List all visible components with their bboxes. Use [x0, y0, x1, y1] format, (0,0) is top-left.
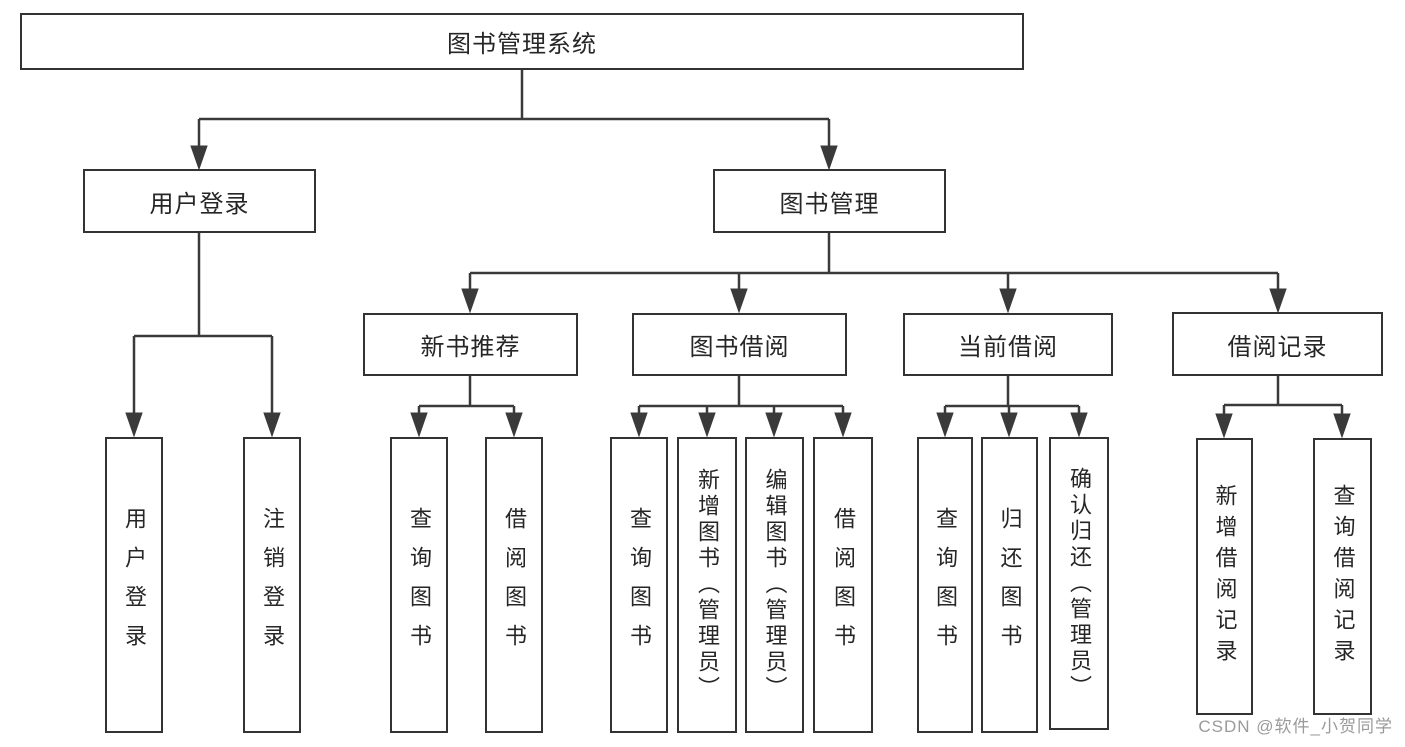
leaf-user-login: 用户登录	[105, 437, 163, 733]
leaf-query-books-recommend: 查询图书	[390, 437, 448, 733]
leaf-add-borrow-record-label: 新增借阅记录	[1212, 483, 1238, 670]
leaf-logout: 注销登录	[243, 437, 301, 733]
connector-root-to-level2	[190, 70, 838, 171]
node-root-label: 图书管理系统	[447, 31, 597, 58]
node-book-management-label: 图书管理	[779, 190, 880, 218]
node-book-management: 图书管理	[713, 169, 946, 233]
leaf-borrow-books-recommend: 借阅图书	[485, 437, 543, 733]
leaf-add-borrow-record: 新增借阅记录	[1196, 438, 1253, 715]
node-current-borrow: 当前借阅	[903, 313, 1113, 376]
leaf-edit-book-admin: 编辑图书（管理员）	[745, 437, 804, 733]
node-book-borrow-label: 图书借阅	[689, 334, 790, 361]
leaf-query-borrow-record: 查询借阅记录	[1313, 438, 1372, 715]
connector-current-borrow-to-leaves	[936, 376, 1088, 438]
node-borrow-records: 借阅记录	[1172, 312, 1383, 376]
leaf-confirm-return-admin: 确认归还（管理员）	[1049, 437, 1109, 730]
leaf-return-book-label: 归还图书	[997, 507, 1023, 663]
node-user-login-label: 用户登录	[149, 190, 250, 218]
leaf-query-books-borrow: 查询图书	[610, 437, 668, 733]
leaf-query-books-borrow-label: 查询图书	[627, 507, 652, 663]
leaf-borrow-books-label: 借阅图书	[831, 507, 856, 663]
node-book-borrow: 图书借阅	[632, 313, 847, 376]
leaf-query-books-recommend-label: 查询图书	[407, 507, 432, 663]
node-borrow-records-label: 借阅记录	[1227, 333, 1328, 361]
leaf-add-book-admin: 新增图书（管理员）	[677, 437, 737, 733]
leaf-borrow-books-recommend-label: 借阅图书	[502, 507, 527, 663]
connector-user-login-to-leaves	[125, 233, 281, 438]
leaf-query-borrow-record-label: 查询借阅记录	[1330, 483, 1356, 670]
leaf-query-books-current: 查询图书	[917, 437, 973, 733]
leaf-edit-book-admin-label: 编辑图书（管理员）	[762, 468, 788, 702]
node-new-book-recommend: 新书推荐	[363, 313, 578, 376]
node-new-book-recommend-label: 新书推荐	[420, 334, 521, 361]
node-user-login: 用户登录	[83, 169, 316, 233]
leaf-query-books-current-label: 查询图书	[933, 507, 958, 663]
node-root-system: 图书管理系统	[20, 13, 1024, 70]
leaf-logout-label: 注销登录	[260, 507, 285, 663]
leaf-user-login-label: 用户登录	[122, 507, 147, 663]
leaf-borrow-books: 借阅图书	[813, 437, 873, 733]
connector-borrow-records-to-leaves	[1215, 376, 1351, 439]
csdn-watermark: CSDN @软件_小贺同学	[1198, 717, 1393, 736]
connector-book-borrow-to-leaves	[630, 376, 852, 438]
connector-book-management-to-level3	[461, 233, 1287, 314]
leaf-add-book-admin-label: 新增图书（管理员）	[695, 468, 720, 702]
connector-new-book-to-leaves	[410, 376, 523, 438]
node-current-borrow-label: 当前借阅	[958, 334, 1058, 361]
leaf-confirm-return-admin-label: 确认归还（管理员）	[1067, 466, 1092, 701]
leaf-return-book: 归还图书	[981, 437, 1038, 733]
